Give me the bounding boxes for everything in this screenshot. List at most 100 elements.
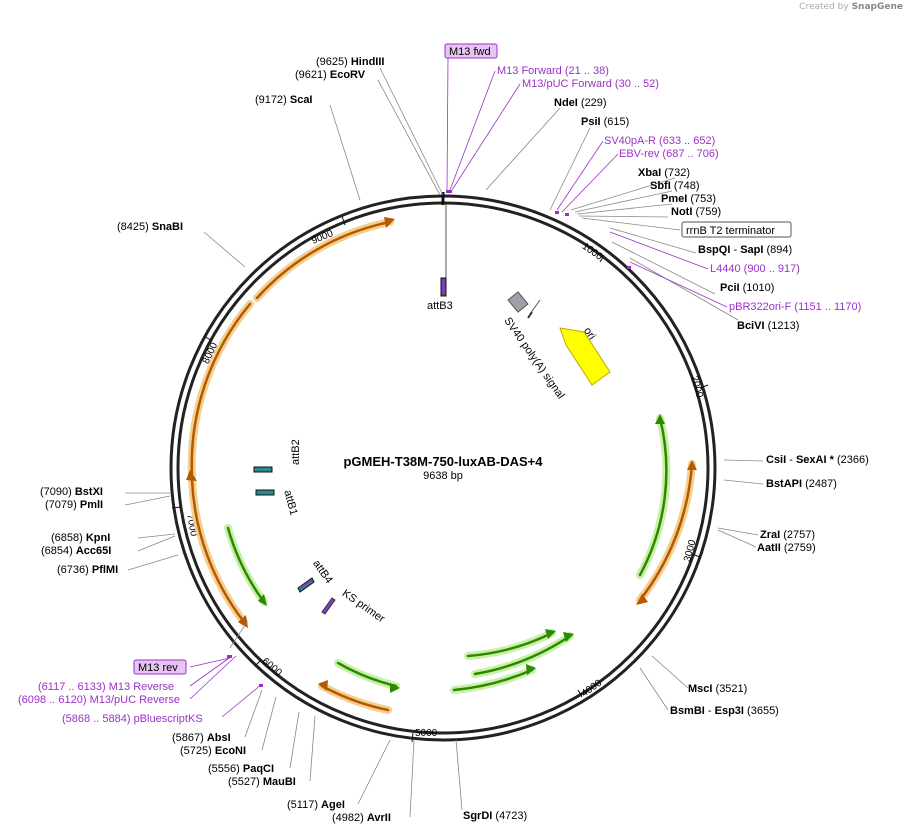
svg-text:(5556) PaqCI: (5556) PaqCI: [208, 763, 274, 775]
svg-text:EBV-rev (687 .. 706): EBV-rev (687 .. 706): [619, 148, 719, 160]
enzyme-sbfi[interactable]: SbfI (748): [650, 180, 700, 192]
svg-text:AatII (2759): AatII (2759): [757, 542, 816, 554]
snapgene-logo-text: SnapGene: [851, 2, 903, 12]
svg-text:SbfI (748): SbfI (748): [650, 180, 700, 192]
enzyme-bcivi[interactable]: BciVI (1213): [737, 320, 799, 332]
svg-text:(5867) AbsI: (5867) AbsI: [172, 732, 231, 744]
primer-m13-reverse[interactable]: (6117 .. 6133) M13 Reverse: [38, 681, 174, 693]
svg-text:(9172) ScaI: (9172) ScaI: [255, 94, 313, 106]
primer-m13-puc-reverse[interactable]: (6098 .. 6120) M13/pUC Reverse: [18, 694, 180, 706]
enzyme-pflmi[interactable]: (6736) PflMI: [57, 564, 118, 576]
enzyme-avrii[interactable]: (4982) AvrII: [332, 812, 391, 824]
svg-text:pBR322ori-F (1151 .. 1170): pBR322ori-F (1151 .. 1170): [729, 301, 861, 313]
enzyme-pmli[interactable]: (7079) PmlI: [45, 499, 103, 511]
svg-text:ZraI (2757): ZraI (2757): [760, 529, 815, 541]
svg-text:CsiI - SexAI * (2366): CsiI - SexAI * (2366): [766, 454, 869, 466]
orange-feature-arc: [190, 478, 246, 624]
svg-text:M13 Forward (21 .. 38): M13 Forward (21 .. 38): [497, 65, 609, 77]
primer-sv40pa-r[interactable]: SV40pA-R (633 .. 652): [604, 135, 715, 147]
enzyme-labels: (9625) HindIII (9621) EcoRV (9172) ScaI …: [40, 56, 869, 824]
enzyme-pmei[interactable]: PmeI (753): [661, 193, 716, 205]
svg-text:(7090) BstXI: (7090) BstXI: [40, 486, 103, 498]
enzyme-maubi[interactable]: (5527) MauBI: [228, 776, 296, 788]
enzyme-ndei[interactable]: NdeI (229): [554, 97, 607, 109]
primer-pbluescriptks[interactable]: (5868 .. 5884) pBluescriptKS: [62, 713, 203, 725]
m13-rev-box[interactable]: M13 rev: [133, 659, 187, 675]
svg-text:(6736) PflMI: (6736) PflMI: [57, 564, 118, 576]
enzyme-scai[interactable]: (9172) ScaI: [255, 94, 313, 106]
enzyme-bstxi[interactable]: (7090) BstXI: [40, 486, 103, 498]
svg-text:BciVI (1213): BciVI (1213): [737, 320, 799, 332]
enzyme-absi[interactable]: (5867) AbsI: [172, 732, 231, 744]
primer-ebv-rev[interactable]: EBV-rev (687 .. 706): [619, 148, 719, 160]
enzyme-sgrdi[interactable]: SgrDI (4723): [463, 810, 527, 822]
backbone: [169, 192, 717, 742]
svg-text:(6854) Acc65I: (6854) Acc65I: [41, 545, 111, 557]
attB1-label: attB1: [281, 489, 299, 517]
enzyme-hindiii[interactable]: (9625) HindIII: [316, 56, 384, 68]
enzyme-msci[interactable]: MscI (3521): [688, 683, 747, 695]
svg-text:(8425) SnaBI: (8425) SnaBI: [117, 221, 183, 233]
enzyme-econi[interactable]: (5725) EcoNI: [180, 745, 246, 757]
svg-text:(4982) AvrII: (4982) AvrII: [332, 812, 391, 824]
enzyme-kpni[interactable]: (6858) KpnI: [51, 532, 110, 544]
enzyme-aatii[interactable]: AatII (2759): [757, 542, 816, 554]
enzyme-psii[interactable]: PsiI (615): [581, 116, 629, 128]
svg-text:(6098 .. 6120) M13/pUC Revers: (6098 .. 6120) M13/pUC Reverse: [18, 694, 180, 706]
svg-text:(6858) KpnI: (6858) KpnI: [51, 532, 110, 544]
primer-m13-forward[interactable]: M13 Forward (21 .. 38): [497, 65, 609, 77]
enzyme-snabi[interactable]: (8425) SnaBI: [117, 221, 183, 233]
enzyme-xbai[interactable]: XbaI (732): [638, 167, 690, 179]
site-markers: [227, 190, 631, 687]
enzyme-agei[interactable]: (5117) AgeI: [287, 799, 345, 811]
terminator-box[interactable]: rrnB T2 terminator: [681, 221, 792, 238]
primer-pbr322ori-f[interactable]: pBR322ori-F (1151 .. 1170): [729, 301, 861, 313]
terminator-label: rrnB T2 terminator: [686, 225, 775, 237]
tick-label-5000: 5000: [415, 728, 438, 739]
green-feature-arc: [638, 416, 668, 577]
green-feature-arc: [473, 634, 572, 676]
label-leaders: [124, 67, 764, 818]
m13-fwd-label: M13 fwd: [449, 46, 491, 58]
primer-leaders: [189, 57, 728, 718]
green-feature-arc: [226, 526, 266, 604]
enzyme-bstapi[interactable]: BstAPI (2487): [766, 478, 837, 490]
primer-l4440[interactable]: L4440 (900 .. 917): [710, 263, 800, 275]
feature-arrows: [187, 218, 696, 714]
primer-m13-puc-forward[interactable]: M13/pUC Forward (30 .. 52): [522, 78, 659, 90]
m13-fwd-box[interactable]: M13 fwd: [444, 43, 498, 59]
svg-text:NotI (759): NotI (759): [671, 206, 721, 218]
svg-text:SgrDI (4723): SgrDI (4723): [463, 810, 527, 822]
enzyme-paqci[interactable]: (5556) PaqCI: [208, 763, 274, 775]
enzyme-bsmbi-esp3i[interactable]: BsmBI - Esp3I (3655): [670, 705, 779, 717]
svg-text:PsiI (615): PsiI (615): [581, 116, 629, 128]
svg-text:MscI (3521): MscI (3521): [688, 683, 747, 695]
enzyme-bspqi-sapi[interactable]: BspQI - SapI (894): [698, 244, 792, 256]
plasmid-title: pGMEH-T38M-750-luxAB-DAS+4 9638 bp: [343, 454, 543, 482]
enzyme-pcii[interactable]: PciI (1010): [720, 282, 774, 294]
sv40-label: SV40 poly(A) signal: [501, 315, 566, 401]
enzyme-csii-sexai[interactable]: CsiI - SexAI * (2366): [766, 454, 869, 466]
enzyme-noti[interactable]: NotI (759): [671, 206, 721, 218]
svg-text:M13/pUC Forward (30 .. 52): M13/pUC Forward (30 .. 52): [522, 78, 659, 90]
svg-text:BsmBI - Esp3I (3655): BsmBI - Esp3I (3655): [670, 705, 779, 717]
svg-text:XbaI (732): XbaI (732): [638, 167, 690, 179]
tick-label-2000: 2000: [688, 375, 704, 400]
svg-text:(5725) EcoNI: (5725) EcoNI: [180, 745, 246, 757]
tick-5000: 5000: [411, 728, 438, 743]
credit-badge: Created by SnapGene: [799, 2, 903, 12]
attB3-label: attB3: [427, 300, 453, 312]
svg-text:(6117 .. 6133) M13 Reverse: (6117 .. 6133) M13 Reverse: [38, 681, 174, 693]
enzyme-acc65i[interactable]: (6854) Acc65I: [41, 545, 111, 557]
svg-text:NdeI (229): NdeI (229): [554, 97, 607, 109]
svg-text:SV40pA-R (633 .. 652): SV40pA-R (633 .. 652): [604, 135, 715, 147]
ori-feature: ori: [559, 325, 611, 386]
orange-feature-arc: [255, 220, 392, 300]
ks-primer-label: KS primer: [340, 587, 387, 625]
svg-text:(5117) AgeI: (5117) AgeI: [287, 799, 345, 811]
tick-1000: 1000: [580, 241, 605, 263]
svg-text:(9621) EcoRV: (9621) EcoRV: [295, 69, 366, 81]
enzyme-zrai[interactable]: ZraI (2757): [760, 529, 815, 541]
enzyme-ecorv[interactable]: (9621) EcoRV: [295, 69, 366, 81]
